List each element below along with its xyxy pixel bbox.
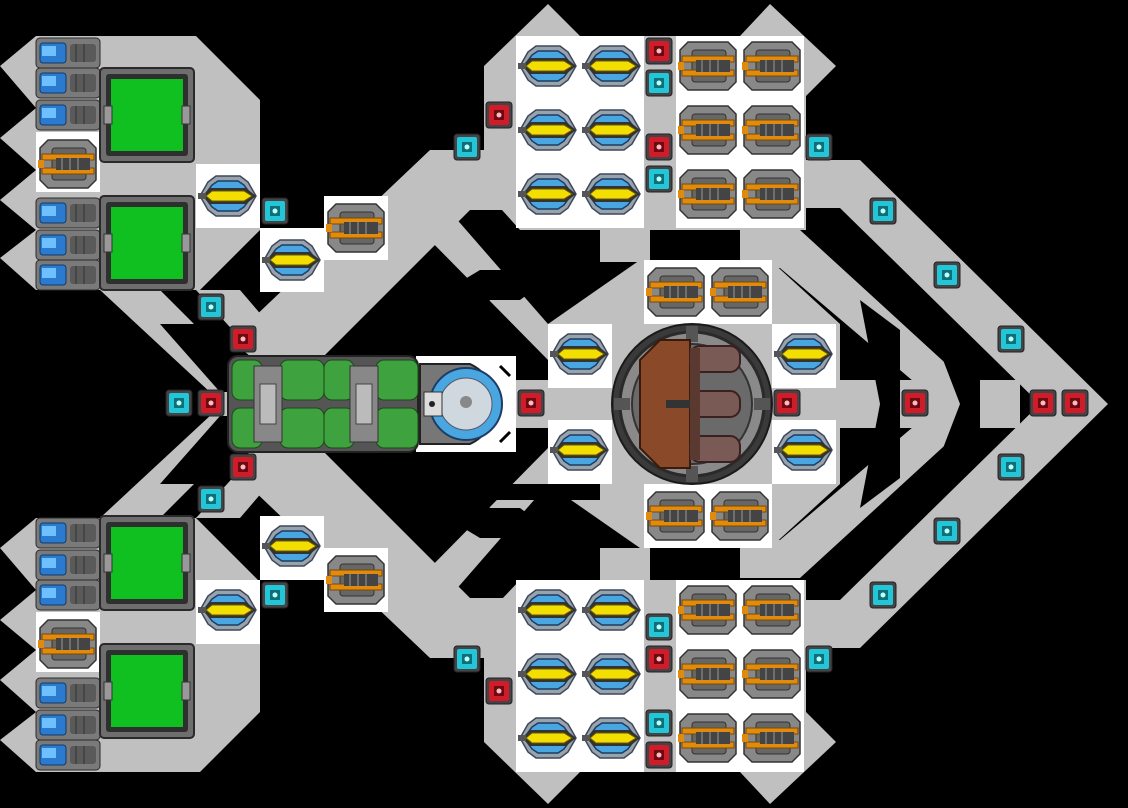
red-connector-block-icon[interactable] bbox=[645, 133, 673, 161]
red-connector-block-icon[interactable] bbox=[229, 453, 257, 481]
blue-battery-cell-icon[interactable] bbox=[35, 229, 101, 261]
rail-cannon-turret-icon[interactable] bbox=[709, 491, 769, 541]
red-connector-block-icon[interactable] bbox=[517, 389, 545, 417]
cyan-connector-block-icon[interactable] bbox=[933, 517, 961, 545]
cyan-connector-block-icon[interactable] bbox=[997, 325, 1025, 353]
cyan-connector-block-icon[interactable] bbox=[645, 165, 673, 193]
rail-cannon-turret-icon[interactable] bbox=[325, 555, 385, 605]
blue-battery-cell-icon[interactable] bbox=[35, 677, 101, 709]
rail-cannon-turret-icon[interactable] bbox=[325, 203, 385, 253]
blue-battery-cell-icon[interactable] bbox=[35, 99, 101, 131]
red-connector-block-icon[interactable] bbox=[645, 741, 673, 769]
cyan-connector-block-icon[interactable] bbox=[453, 133, 481, 161]
rail-cannon-turret-icon[interactable] bbox=[677, 41, 737, 91]
red-connector-block-icon[interactable] bbox=[645, 645, 673, 673]
rail-cannon-turret-icon[interactable] bbox=[741, 41, 801, 91]
red-connector-block-icon[interactable] bbox=[485, 101, 513, 129]
rail-cannon-turret-icon[interactable] bbox=[645, 491, 705, 541]
blue-battery-cell-icon[interactable] bbox=[35, 549, 101, 581]
red-connector-block-icon[interactable] bbox=[1029, 389, 1057, 417]
cyan-connector-block-icon[interactable] bbox=[933, 261, 961, 289]
cyan-connector-block-icon[interactable] bbox=[805, 645, 833, 673]
rail-cannon-turret-icon[interactable] bbox=[709, 267, 769, 317]
cyan-connector-block-icon[interactable] bbox=[453, 645, 481, 673]
blue-battery-cell-icon[interactable] bbox=[35, 37, 101, 69]
red-connector-block-icon[interactable] bbox=[229, 325, 257, 353]
cyan-connector-block-icon[interactable] bbox=[645, 709, 673, 737]
cyan-connector-block-icon[interactable] bbox=[869, 197, 897, 225]
cyan-connector-block-icon[interactable] bbox=[261, 581, 289, 609]
blue-battery-cell-icon[interactable] bbox=[35, 517, 101, 549]
green-cargo-panel-icon[interactable] bbox=[99, 515, 195, 611]
cyan-connector-block-icon[interactable] bbox=[197, 293, 225, 321]
cyan-connector-block-icon[interactable] bbox=[197, 485, 225, 513]
rail-cannon-turret-icon[interactable] bbox=[741, 585, 801, 635]
triple-barrel-turret-icon[interactable] bbox=[611, 323, 773, 485]
cyan-connector-block-icon[interactable] bbox=[165, 389, 193, 417]
blue-battery-cell-icon[interactable] bbox=[35, 259, 101, 291]
cyan-connector-block-icon[interactable] bbox=[869, 581, 897, 609]
green-reactor-pod-icon[interactable] bbox=[227, 355, 419, 453]
rail-cannon-turret-icon[interactable] bbox=[645, 267, 705, 317]
rail-cannon-turret-icon[interactable] bbox=[677, 105, 737, 155]
cockpit-dome-icon[interactable] bbox=[419, 363, 512, 445]
red-connector-block-icon[interactable] bbox=[645, 37, 673, 65]
cyan-connector-block-icon[interactable] bbox=[261, 197, 289, 225]
left-wing-bottom bbox=[35, 515, 195, 771]
rail-cannon-turret-icon[interactable] bbox=[677, 169, 737, 219]
rail-cannon-turret-icon[interactable] bbox=[677, 713, 737, 763]
green-cargo-panel-icon[interactable] bbox=[99, 67, 195, 163]
red-connector-block-icon[interactable] bbox=[773, 389, 801, 417]
cyan-connector-block-icon[interactable] bbox=[645, 613, 673, 641]
green-cargo-panel-icon[interactable] bbox=[99, 643, 195, 739]
blue-battery-cell-icon[interactable] bbox=[35, 67, 101, 99]
rail-cannon-turret-icon[interactable] bbox=[677, 585, 737, 635]
cyan-connector-block-icon[interactable] bbox=[645, 69, 673, 97]
blue-battery-cell-icon[interactable] bbox=[35, 579, 101, 611]
blue-battery-cell-icon[interactable] bbox=[35, 709, 101, 741]
red-connector-block-icon[interactable] bbox=[485, 677, 513, 705]
cyan-connector-block-icon[interactable] bbox=[997, 453, 1025, 481]
red-connector-block-icon[interactable] bbox=[901, 389, 929, 417]
rail-cannon-turret-icon[interactable] bbox=[37, 139, 97, 189]
rail-cannon-turret-icon[interactable] bbox=[677, 649, 737, 699]
blue-battery-cell-icon[interactable] bbox=[35, 197, 101, 229]
rail-cannon-turret-icon[interactable] bbox=[741, 649, 801, 699]
rail-cannon-turret-icon[interactable] bbox=[37, 619, 97, 669]
rail-cannon-turret-icon[interactable] bbox=[741, 105, 801, 155]
rail-cannon-turret-icon[interactable] bbox=[741, 169, 801, 219]
rail-cannon-turret-icon[interactable] bbox=[741, 713, 801, 763]
blue-battery-cell-icon[interactable] bbox=[35, 739, 101, 771]
green-cargo-panel-icon[interactable] bbox=[99, 195, 195, 291]
cyan-connector-block-icon[interactable] bbox=[805, 133, 833, 161]
red-connector-block-icon[interactable] bbox=[1061, 389, 1089, 417]
red-connector-block-icon[interactable] bbox=[197, 389, 225, 417]
